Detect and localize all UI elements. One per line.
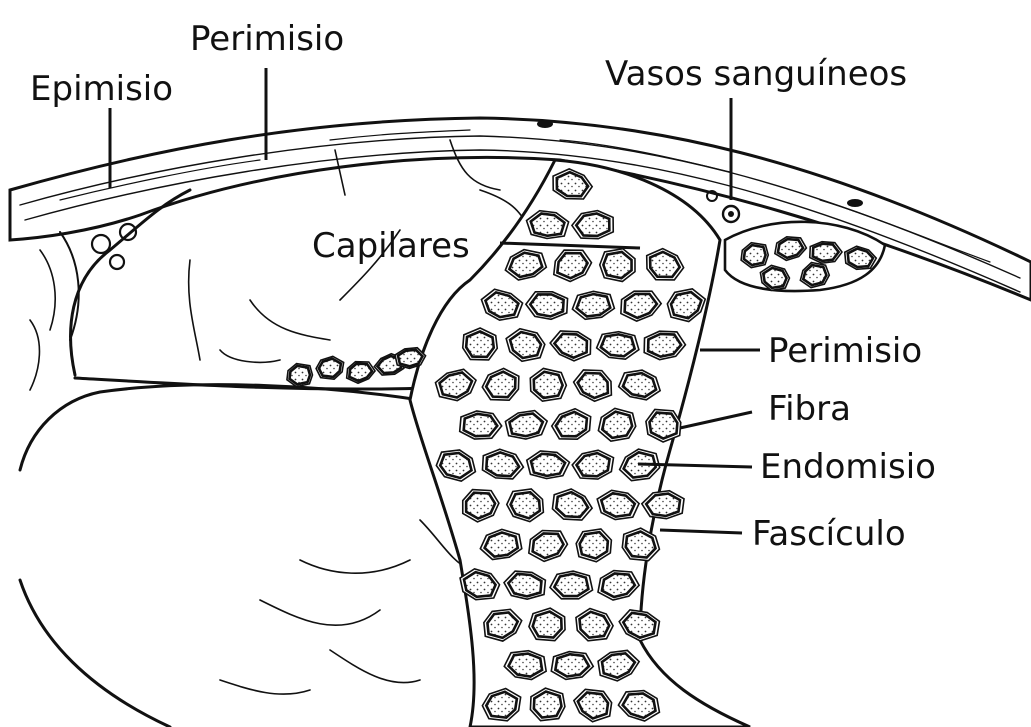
muscle-fiber: [554, 574, 588, 596]
label-perimisio-top: Perimisio: [190, 19, 344, 59]
muscle-fiber: [398, 350, 422, 367]
label-capilares: Capilares: [312, 226, 470, 266]
label-fasciculo: Fascículo: [752, 514, 906, 554]
muscle-fiber-group-left: [287, 348, 426, 387]
muscle-fiber: [511, 492, 540, 518]
muscle-fiber: [466, 331, 494, 357]
muscle-fiber: [763, 268, 786, 288]
muscle-fiber: [603, 252, 631, 278]
muscle-fiber: [508, 574, 541, 597]
label-endomisio: Endomisio: [760, 447, 936, 487]
leader-fasciculo: [660, 530, 742, 533]
label-vasos-sanguineos: Vasos sanguíneos: [605, 54, 907, 94]
leader-fibra: [680, 412, 752, 428]
muscle-fiber: [486, 692, 517, 718]
label-fibra: Fibra: [768, 389, 851, 429]
label-epimisio: Epimisio: [30, 69, 173, 109]
label-perimisio-right: Perimisio: [768, 331, 922, 371]
muscle-fiber: [580, 612, 610, 638]
muscle-fiber: [649, 413, 677, 439]
muscle-fiber: [744, 245, 766, 265]
muscle-fiber: [290, 366, 310, 384]
muscle-fiber: [464, 414, 498, 436]
muscle-fiber: [534, 372, 563, 398]
muscle-fiber: [319, 359, 341, 377]
muscle-fiber: [533, 612, 562, 638]
muscle-fiber: [534, 692, 562, 718]
muscle-fiber: [813, 244, 839, 261]
muscle-fiber: [530, 294, 563, 316]
muscle-fiber: [580, 532, 608, 558]
